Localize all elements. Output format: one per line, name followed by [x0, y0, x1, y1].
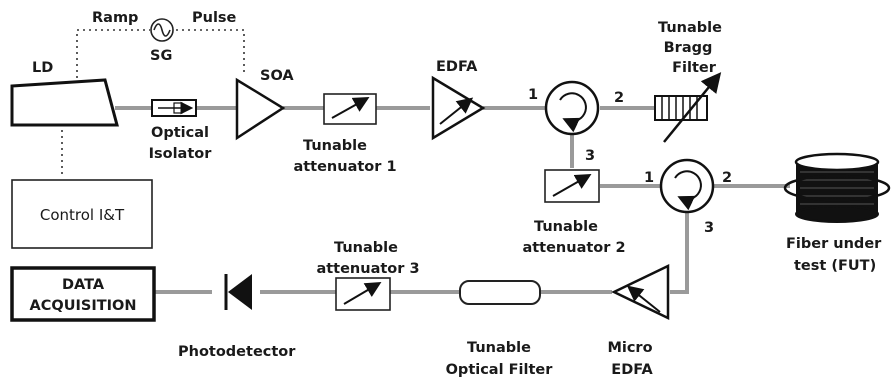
circulator-2-port-2: 2 [722, 170, 732, 186]
fiber-connections [115, 106, 790, 294]
optical-filter-label-line2: Optical Filter [446, 362, 554, 378]
sg-label: SG [150, 48, 172, 64]
fiber-spool-icon [783, 152, 891, 223]
fut-label-line1: Fiber under [786, 236, 882, 252]
control-label: Control I&T [40, 206, 125, 224]
signal-generator-icon [150, 18, 174, 42]
circulator-1-icon [544, 80, 600, 136]
optical-isolator-icon [151, 99, 197, 117]
pulse-label: Pulse [192, 10, 237, 26]
daq-label-line1: DATA [62, 277, 105, 293]
control-lines [61, 29, 245, 178]
micro-edfa-label-line2: EDFA [611, 362, 653, 378]
ld-label: LD [32, 60, 53, 76]
isolator-label-line1: Optical [151, 125, 209, 141]
photodetector-icon [224, 274, 252, 310]
bragg-filter-label-line1: Tunable [658, 20, 722, 36]
attenuator-1-icon [323, 93, 377, 125]
fut-label-line2: test (FUT) [794, 258, 876, 274]
ramp-label: Ramp [92, 10, 138, 26]
circulator-2-port-3: 3 [704, 220, 714, 236]
attenuator-1-label-line1: Tunable [303, 138, 367, 154]
edfa-icon [431, 75, 486, 141]
edfa-label: EDFA [436, 59, 478, 75]
photodetector-label: Photodetector [178, 344, 296, 360]
micro-edfa-label-line1: Micro [607, 340, 652, 356]
optical-filter-icon [459, 280, 541, 305]
isolator-label-line2: Isolator [149, 146, 213, 162]
attenuator-3-label-line1: Tunable [334, 240, 398, 256]
circulator-1-port-2: 2 [614, 90, 624, 106]
optical-filter-label-line1: Tunable [467, 340, 531, 356]
circulator-2-port-1: 1 [644, 170, 654, 186]
soa-label: SOA [260, 68, 294, 84]
data-acquisition-box [10, 266, 156, 322]
circulator-1-port-3: 3 [585, 148, 595, 164]
attenuator-2-icon [544, 169, 600, 203]
laser-diode-icon [10, 78, 119, 127]
control-box [11, 179, 153, 249]
circulator-1-port-1: 1 [528, 87, 538, 103]
attenuator-3-icon [335, 277, 391, 311]
daq-label-line2: ACQUISITION [30, 298, 137, 314]
attenuator-2-label-line2: attenuator 2 [522, 240, 625, 256]
circulator-2-icon [659, 158, 715, 214]
soa-icon [235, 77, 286, 141]
attenuator-3-label-line2: attenuator 3 [316, 261, 419, 277]
bragg-filter-icon [654, 72, 722, 143]
attenuator-1-label-line2: attenuator 1 [293, 159, 396, 175]
attenuator-2-label-line1: Tunable [534, 219, 598, 235]
bragg-filter-label-line2: Bragg [664, 40, 713, 56]
micro-edfa-icon [611, 264, 670, 320]
bragg-filter-label-line3: Filter [672, 60, 717, 76]
